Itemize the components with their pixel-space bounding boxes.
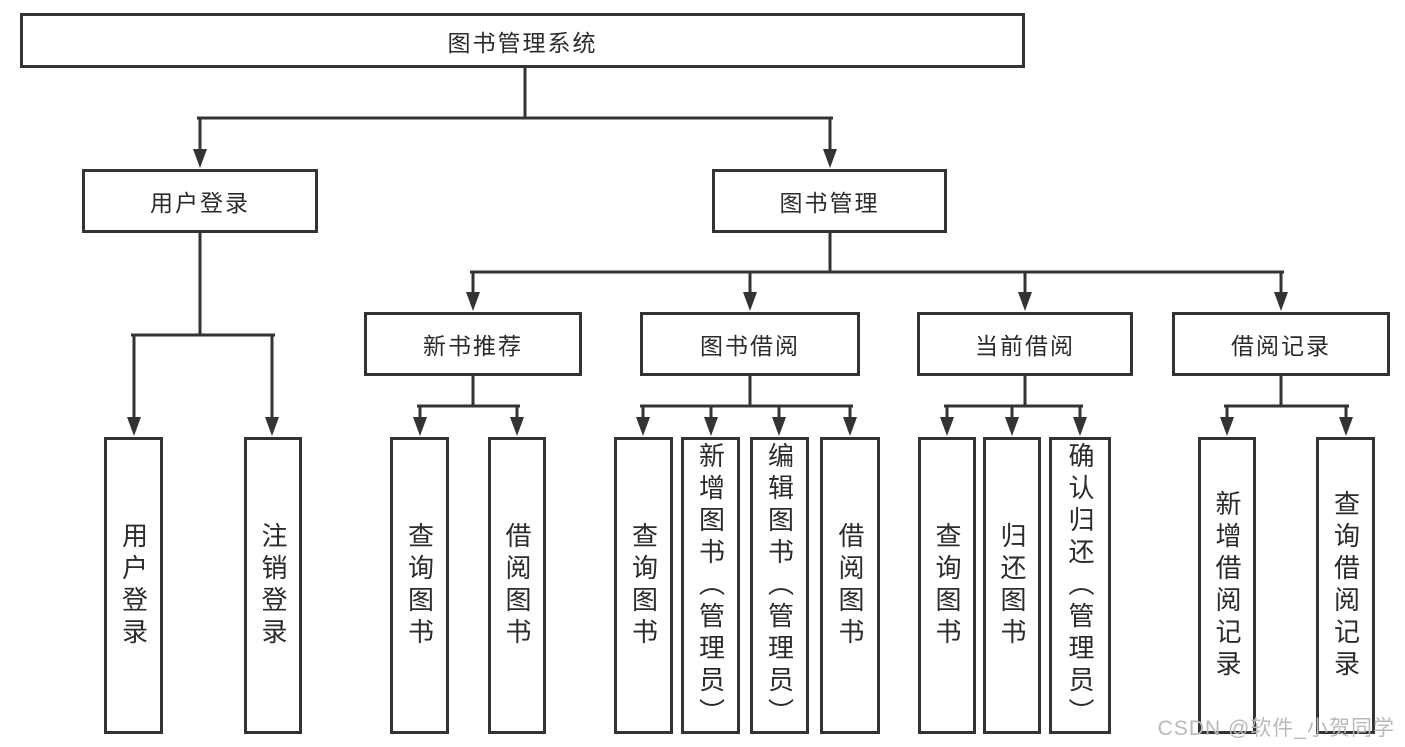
node-borrowing-records: 借阅记录: [1172, 312, 1390, 376]
node-user-login: 用户登录: [104, 437, 163, 734]
node-label: 归还图书: [997, 521, 1027, 650]
node-bb-edit-books-admin: 编辑图书（管理员）: [750, 437, 809, 734]
node-label: 注销登录: [258, 521, 288, 650]
node-label: 查询借阅记录: [1330, 489, 1361, 682]
node-new-book-recommend: 新书推荐: [364, 312, 582, 376]
node-cb-query-books: 查询图书: [918, 437, 976, 734]
node-bb-borrow-books: 借阅图书: [820, 437, 880, 734]
node-book-borrowing: 图书借阅: [640, 312, 860, 376]
node-bb-add-books-admin: 新增图书（管理员）: [681, 437, 740, 734]
csdn-watermark: CSDN @软件_小贺同学: [1157, 717, 1395, 740]
node-label: 查询图书: [404, 521, 435, 650]
node-cb-return-books: 归还图书: [983, 437, 1041, 734]
node-label: 查询图书: [932, 521, 962, 650]
node-bb-query-books: 查询图书: [614, 437, 673, 734]
connector-current-borrowing-children: [940, 374, 1087, 436]
node-label: 新增图书（管理员）: [695, 441, 726, 730]
node-library-system: 图书管理系统: [20, 13, 1025, 68]
node-nbr-query-books: 查询图书: [390, 437, 449, 734]
node-label: 编辑图书（管理员）: [764, 441, 795, 730]
node-br-add-record: 新增借阅记录: [1198, 437, 1256, 734]
connector-user-login-children: [127, 231, 279, 436]
connector-new-book-recommend-children: [413, 374, 524, 436]
connector-borrowing-records-children: [1220, 374, 1353, 436]
node-cb-confirm-return-admin: 确认归还（管理员）: [1049, 437, 1111, 734]
node-br-query-record: 查询借阅记录: [1316, 437, 1375, 734]
node-logout: 注销登录: [244, 437, 302, 734]
node-label: 借阅图书: [835, 521, 865, 650]
node-current-borrowing: 当前借阅: [917, 312, 1133, 376]
connector-root-to-level2: [193, 66, 837, 168]
connector-book-borrowing-children: [636, 374, 857, 436]
node-label: 借阅图书: [502, 521, 532, 650]
node-book-management: 图书管理: [712, 169, 947, 233]
node-label: 新增借阅记录: [1212, 489, 1242, 682]
node-user-login-branch: 用户登录: [82, 169, 318, 233]
connector-book-management-to-level3: [466, 231, 1288, 311]
node-label: 查询图书: [628, 521, 659, 650]
node-label: 用户登录: [118, 521, 149, 650]
node-nbr-borrow-books: 借阅图书: [488, 437, 546, 734]
node-label: 确认归还（管理员）: [1065, 441, 1095, 730]
